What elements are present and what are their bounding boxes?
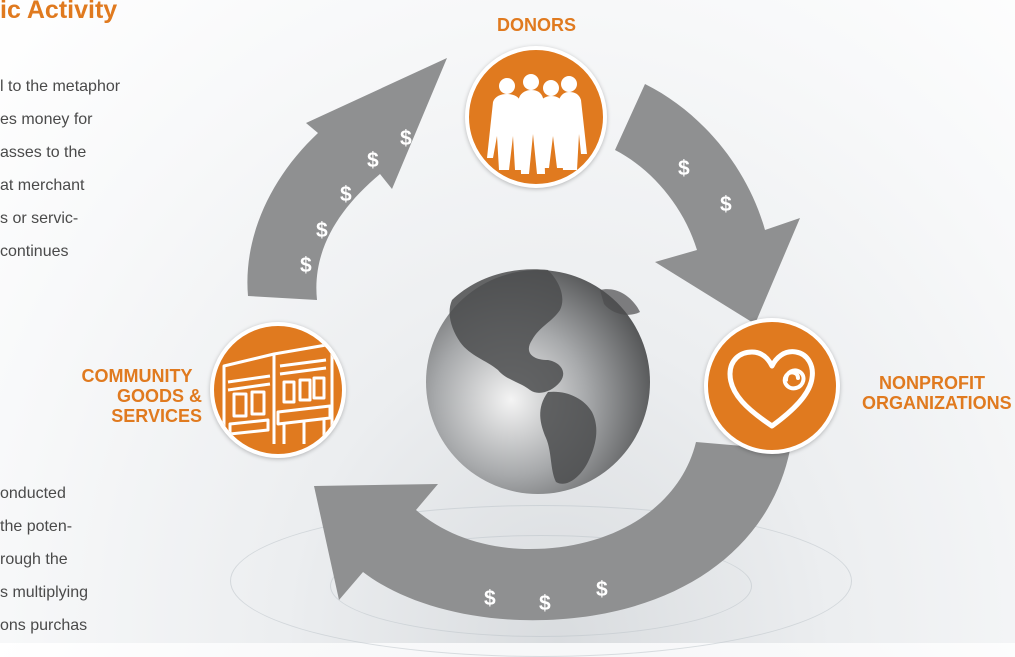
community-label-line2: GOODS & SERVICES — [111, 386, 202, 426]
body-paragraph-bottom: onducted the poten- rough the s multiply… — [0, 477, 88, 642]
donors-circle — [465, 46, 607, 188]
nonprofits-label-line1: NONPROFIT — [879, 373, 985, 393]
dollar-icon: $ — [596, 578, 608, 601]
dollar-icon: $ — [300, 254, 312, 277]
heart-swirl-icon — [727, 349, 815, 429]
dollar-icon: $ — [316, 219, 328, 242]
dollar-icon: $ — [720, 193, 732, 216]
nonprofits-circle — [704, 318, 840, 454]
text-line: es money for — [0, 111, 93, 128]
section-heading: ic Activity — [0, 0, 118, 24]
body-paragraph-top: l to the metaphor es money for asses to … — [0, 70, 120, 268]
dollar-icon: $ — [340, 183, 352, 206]
arrow-donors-to-nonprofits — [615, 84, 800, 324]
globe-icon — [426, 269, 650, 494]
dollar-icon: $ — [539, 592, 551, 615]
nonprofits-label: NONPROFIT ORGANIZATIONS — [862, 373, 1012, 413]
text-line: s multiplying — [0, 584, 89, 601]
text-line: s or servic- — [0, 210, 79, 227]
dollar-icon: $ — [367, 149, 379, 172]
dollar-icon: $ — [484, 587, 496, 610]
community-circle — [210, 322, 346, 458]
text-line: asses to the — [0, 144, 87, 161]
ripple-ring — [330, 535, 752, 637]
cycle-arrows — [247, 58, 800, 621]
community-label: COMMUNITY GOODS & SERVICES — [48, 366, 203, 426]
nonprofits-label-line2: ORGANIZATIONS — [862, 393, 1012, 413]
text-line: l to the metaphor — [0, 78, 121, 95]
dollar-icon: $ — [678, 157, 690, 180]
dollar-icon: $ — [400, 127, 412, 150]
text-line: continues — [0, 243, 69, 260]
text-line: ons purchas — [0, 617, 88, 634]
text-line: at merchant — [0, 177, 85, 194]
arrow-community-to-donors — [247, 58, 447, 300]
people-silhouette-icon — [487, 74, 587, 174]
community-label-line1: COMMUNITY — [81, 366, 193, 386]
text-line: the poten- — [0, 518, 73, 535]
donors-label: DONORS — [497, 15, 577, 35]
storefront-icon — [222, 342, 334, 444]
arrow-nonprofits-to-community — [314, 442, 790, 621]
text-line: onducted — [0, 485, 66, 502]
text-line: rough the — [0, 551, 68, 568]
